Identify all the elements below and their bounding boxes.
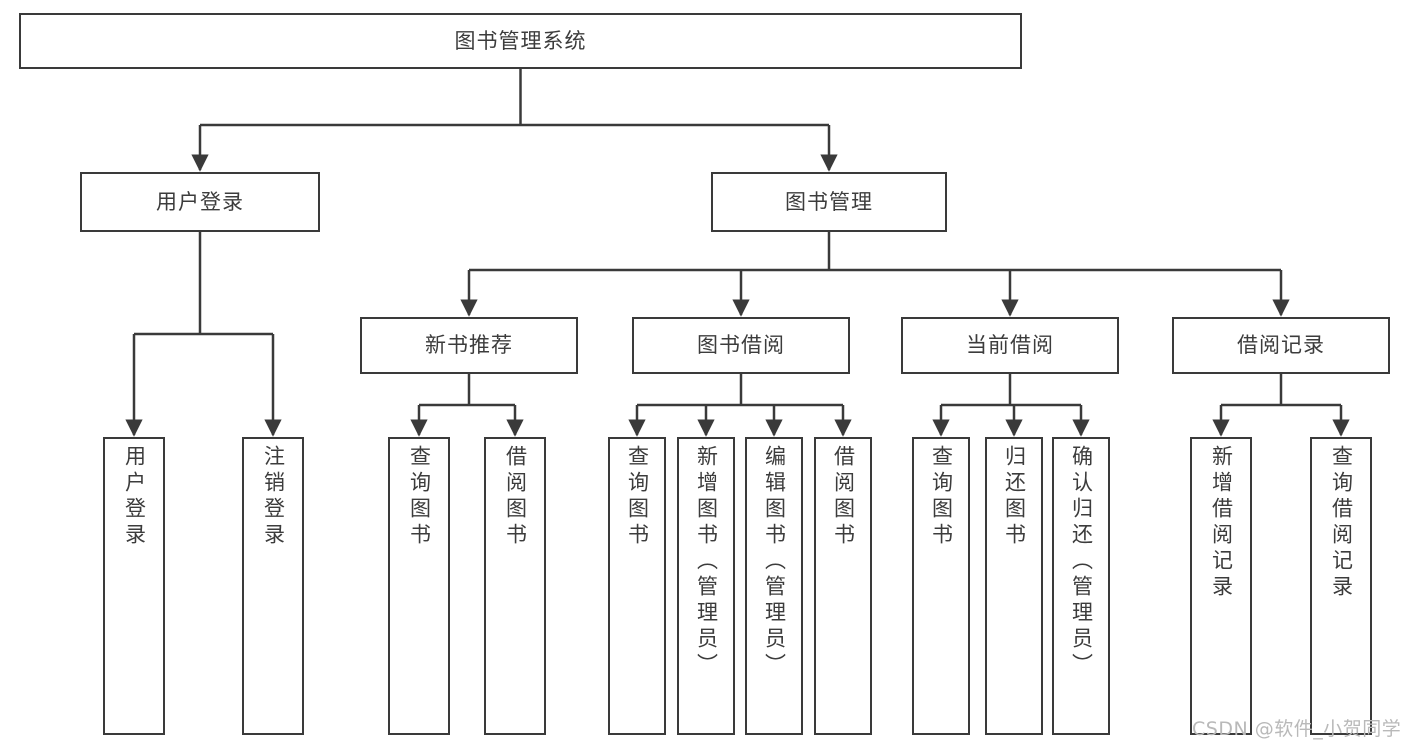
node-label: 新增图书（管理员） <box>694 445 719 679</box>
node-label: 图书管理 <box>785 189 873 214</box>
node-leaf-add-borrow-record[interactable]: 新增借阅记录 <box>1190 437 1252 735</box>
node-label: 用户登录 <box>156 189 244 214</box>
node-leaf-query-book-borrow[interactable]: 查询图书 <box>608 437 666 735</box>
node-label: 图书借阅 <box>697 333 785 358</box>
node-label: 借阅记录 <box>1237 333 1325 358</box>
node-leaf-edit-book-admin[interactable]: 编辑图书（管理员） <box>745 437 803 735</box>
node-label: 查询图书 <box>929 445 954 549</box>
node-borrow-record[interactable]: 借阅记录 <box>1172 317 1390 374</box>
node-user-login[interactable]: 用户登录 <box>80 172 320 232</box>
node-leaf-query-book-cur[interactable]: 查询图书 <box>912 437 970 735</box>
node-label: 注销登录 <box>261 445 286 549</box>
node-leaf-user-login[interactable]: 用户登录 <box>103 437 165 735</box>
node-leaf-add-book-admin[interactable]: 新增图书（管理员） <box>677 437 735 735</box>
csdn-watermark: CSDN @软件_小贺同学 <box>1192 718 1402 740</box>
node-leaf-borrow-book-rec[interactable]: 借阅图书 <box>484 437 546 735</box>
node-label: 归还图书 <box>1002 445 1027 549</box>
node-new-book-recommend[interactable]: 新书推荐 <box>360 317 578 374</box>
node-book-manage[interactable]: 图书管理 <box>711 172 947 232</box>
node-label: 查询图书 <box>625 445 650 549</box>
node-leaf-logout-login[interactable]: 注销登录 <box>242 437 304 735</box>
node-label: 图书管理系统 <box>454 28 587 53</box>
node-label: 编辑图书（管理员） <box>762 445 787 679</box>
node-leaf-borrow-book[interactable]: 借阅图书 <box>814 437 872 735</box>
node-label: 查询图书 <box>407 445 432 549</box>
node-label: 当前借阅 <box>966 333 1054 358</box>
node-root[interactable]: 图书管理系统 <box>19 13 1022 69</box>
node-label: 借阅图书 <box>503 445 528 549</box>
node-current-borrow[interactable]: 当前借阅 <box>901 317 1119 374</box>
node-leaf-confirm-return-admin[interactable]: 确认归还（管理员） <box>1052 437 1110 735</box>
node-leaf-query-book-rec[interactable]: 查询图书 <box>388 437 450 735</box>
node-label: 新书推荐 <box>425 333 513 358</box>
node-leaf-query-borrow-record[interactable]: 查询借阅记录 <box>1310 437 1372 735</box>
node-label: 查询借阅记录 <box>1329 445 1354 601</box>
node-leaf-return-book[interactable]: 归还图书 <box>985 437 1043 735</box>
node-book-borrow[interactable]: 图书借阅 <box>632 317 850 374</box>
node-label: 用户登录 <box>122 445 147 549</box>
node-label: 借阅图书 <box>831 445 856 549</box>
node-label: 确认归还（管理员） <box>1069 445 1094 679</box>
node-label: 新增借阅记录 <box>1209 445 1234 601</box>
